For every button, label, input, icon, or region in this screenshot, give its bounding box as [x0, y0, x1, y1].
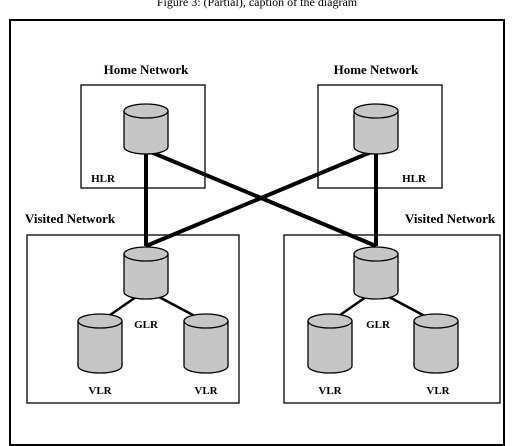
vlr-right-b-database-icon — [413, 313, 459, 374]
visited-network-right-box — [283, 234, 501, 404]
figure-caption: Figure 3: (Partial), caption of the diag… — [157, 0, 358, 9]
glr-left-database-icon — [123, 246, 169, 300]
glr-right-label: GLR — [366, 319, 391, 331]
vlr-right-a-database-icon — [307, 313, 353, 374]
hlr-right-label: HLR — [402, 173, 427, 185]
home-network-left-title: Home Network — [104, 62, 190, 77]
glr-left-label: GLR — [134, 319, 159, 331]
visited-network-right-title: Visited Network — [405, 211, 496, 226]
visited-network-left-box — [26, 234, 240, 404]
glr-right-database-icon — [353, 246, 399, 300]
visited-network-left-title: Visited Network — [25, 211, 116, 226]
vlr-left-b-database-icon — [183, 313, 229, 374]
vlr-right-a-label: VLR — [318, 385, 342, 397]
vlr-right-b-label: VLR — [426, 385, 450, 397]
home-network-right-box — [317, 84, 443, 189]
link-hlr-right-to-glr-left — [145, 148, 377, 248]
home-network-left-box — [80, 84, 206, 189]
hlr-left-label: HLR — [91, 173, 116, 185]
home-network-right-title: Home Network — [334, 62, 420, 77]
hlr-left-database-icon — [123, 103, 169, 155]
vlr-left-b-label: VLR — [194, 385, 218, 397]
vlr-left-a-database-icon — [77, 313, 123, 374]
outer-frame — [9, 19, 505, 446]
hlr-right-database-icon — [353, 103, 399, 155]
vlr-left-a-label: VLR — [88, 385, 112, 397]
